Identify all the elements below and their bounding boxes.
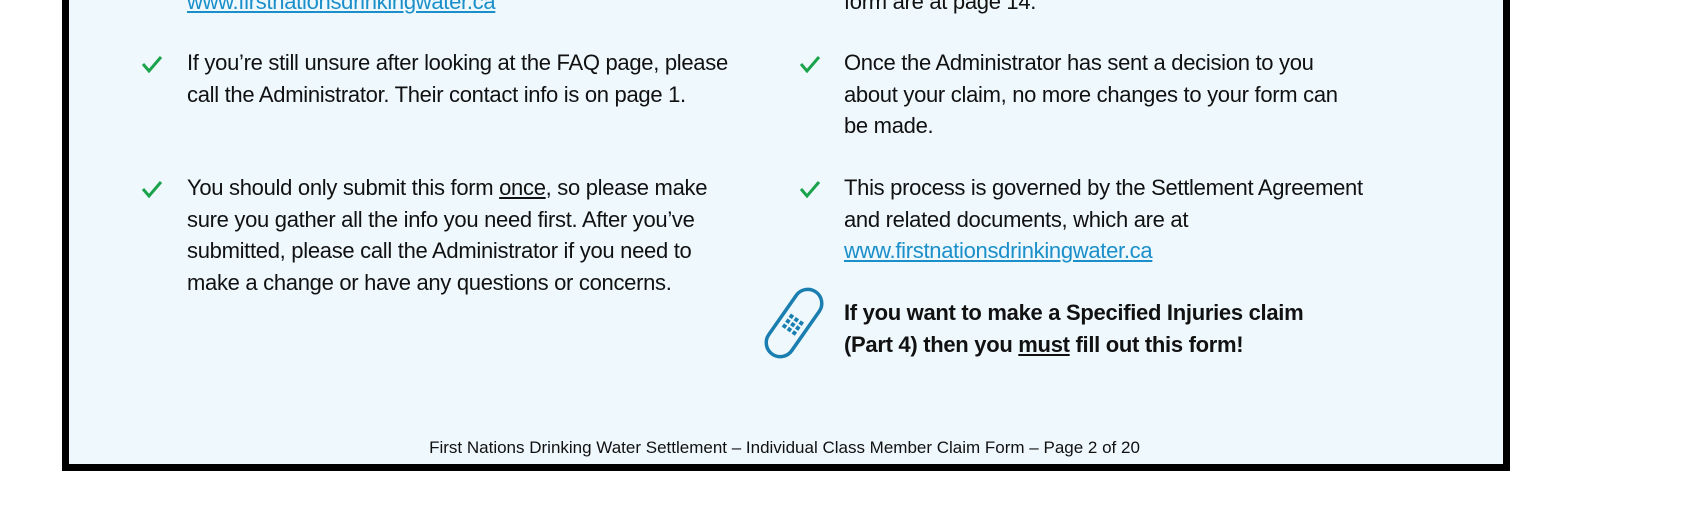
- checklist-item-decision: Once the Administrator has sent a decisi…: [844, 50, 1338, 138]
- text: , so please make sure you gather all the…: [187, 175, 708, 295]
- website-link-top[interactable]: www.firstnationsdrinkingwater.ca: [187, 0, 496, 14]
- checklist-item-faq: If you’re still unsure after looking at …: [187, 50, 728, 107]
- check-icon: [141, 56, 163, 74]
- check-icon: [141, 181, 163, 199]
- check-icon: [799, 181, 821, 199]
- text: If you want to make a Specified Injuries…: [844, 300, 1304, 357]
- emphasis-must: must: [1018, 331, 1070, 357]
- info-box: [62, 0, 1510, 471]
- text: fill out this form!: [1069, 331, 1244, 357]
- specified-injuries-notice: If you want to make a Specified Injuries…: [844, 297, 1354, 360]
- checklist-item-governed: This process is governed by the Settleme…: [844, 172, 1364, 267]
- website-link[interactable]: www.firstnationsdrinkingwater.ca: [844, 238, 1153, 263]
- page-footer: First Nations Drinking Water Settlement …: [429, 438, 1140, 457]
- bandage-icon: [764, 287, 824, 359]
- emphasis-once: once: [499, 175, 546, 200]
- check-icon: [799, 56, 821, 74]
- text: You should only submit this form: [187, 175, 500, 200]
- right-top-text: form are at page 14.: [844, 0, 1037, 14]
- text: This process is governed by the Settleme…: [844, 175, 1363, 232]
- checklist-item-submit-once: You should only submit this form once, s…: [187, 172, 747, 298]
